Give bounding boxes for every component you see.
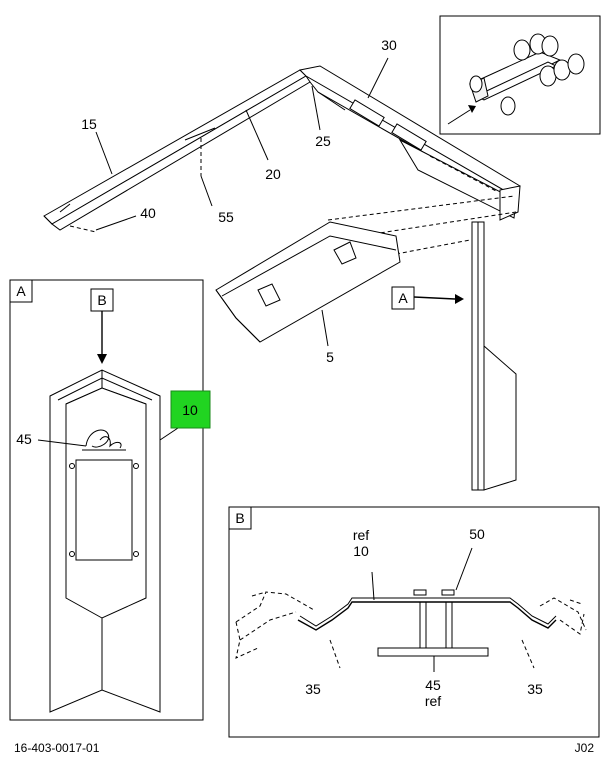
callout-45: 45 <box>16 431 32 447</box>
callout-45-detail-b: 45 <box>425 677 441 693</box>
detail-b: B <box>228 506 600 738</box>
detail-a: A B <box>9 279 204 721</box>
vehicle-locator-inset <box>439 15 601 135</box>
script-logo <box>85 429 122 449</box>
callout-10-highlighted: 10 <box>182 402 198 418</box>
callout-ref-top: ref <box>353 527 369 543</box>
view-a-pointer-box <box>391 286 415 310</box>
view-a-pointer-label: A <box>398 290 408 306</box>
callout-35-left: 35 <box>305 681 321 697</box>
sheet-code: J02 <box>575 741 595 755</box>
callout-10-ref: 10 <box>353 543 369 559</box>
main-leaders <box>95 57 464 347</box>
drawing-number: 16-403-0017-01 <box>14 741 100 755</box>
view-b-label: B <box>235 510 244 526</box>
view-b-box <box>228 506 252 530</box>
detail-b-frame <box>228 506 600 738</box>
callout-35-right: 35 <box>527 681 543 697</box>
main-assembly <box>43 65 521 491</box>
callout-ref-bottom: ref <box>425 693 441 709</box>
detail-a-frame <box>9 279 204 721</box>
view-a-label: A <box>16 283 26 299</box>
highlight-callout-10-box <box>170 390 211 429</box>
callout-5: 5 <box>326 349 334 365</box>
callout-25: 25 <box>315 133 331 149</box>
callout-15: 15 <box>81 116 97 132</box>
callout-40: 40 <box>140 205 156 221</box>
callout-55: 55 <box>218 209 234 225</box>
view-b-pointer-label: B <box>97 292 106 308</box>
callout-20: 20 <box>265 166 281 182</box>
callout-50: 50 <box>469 526 485 542</box>
callout-30: 30 <box>381 37 397 53</box>
view-a-box <box>9 279 33 303</box>
